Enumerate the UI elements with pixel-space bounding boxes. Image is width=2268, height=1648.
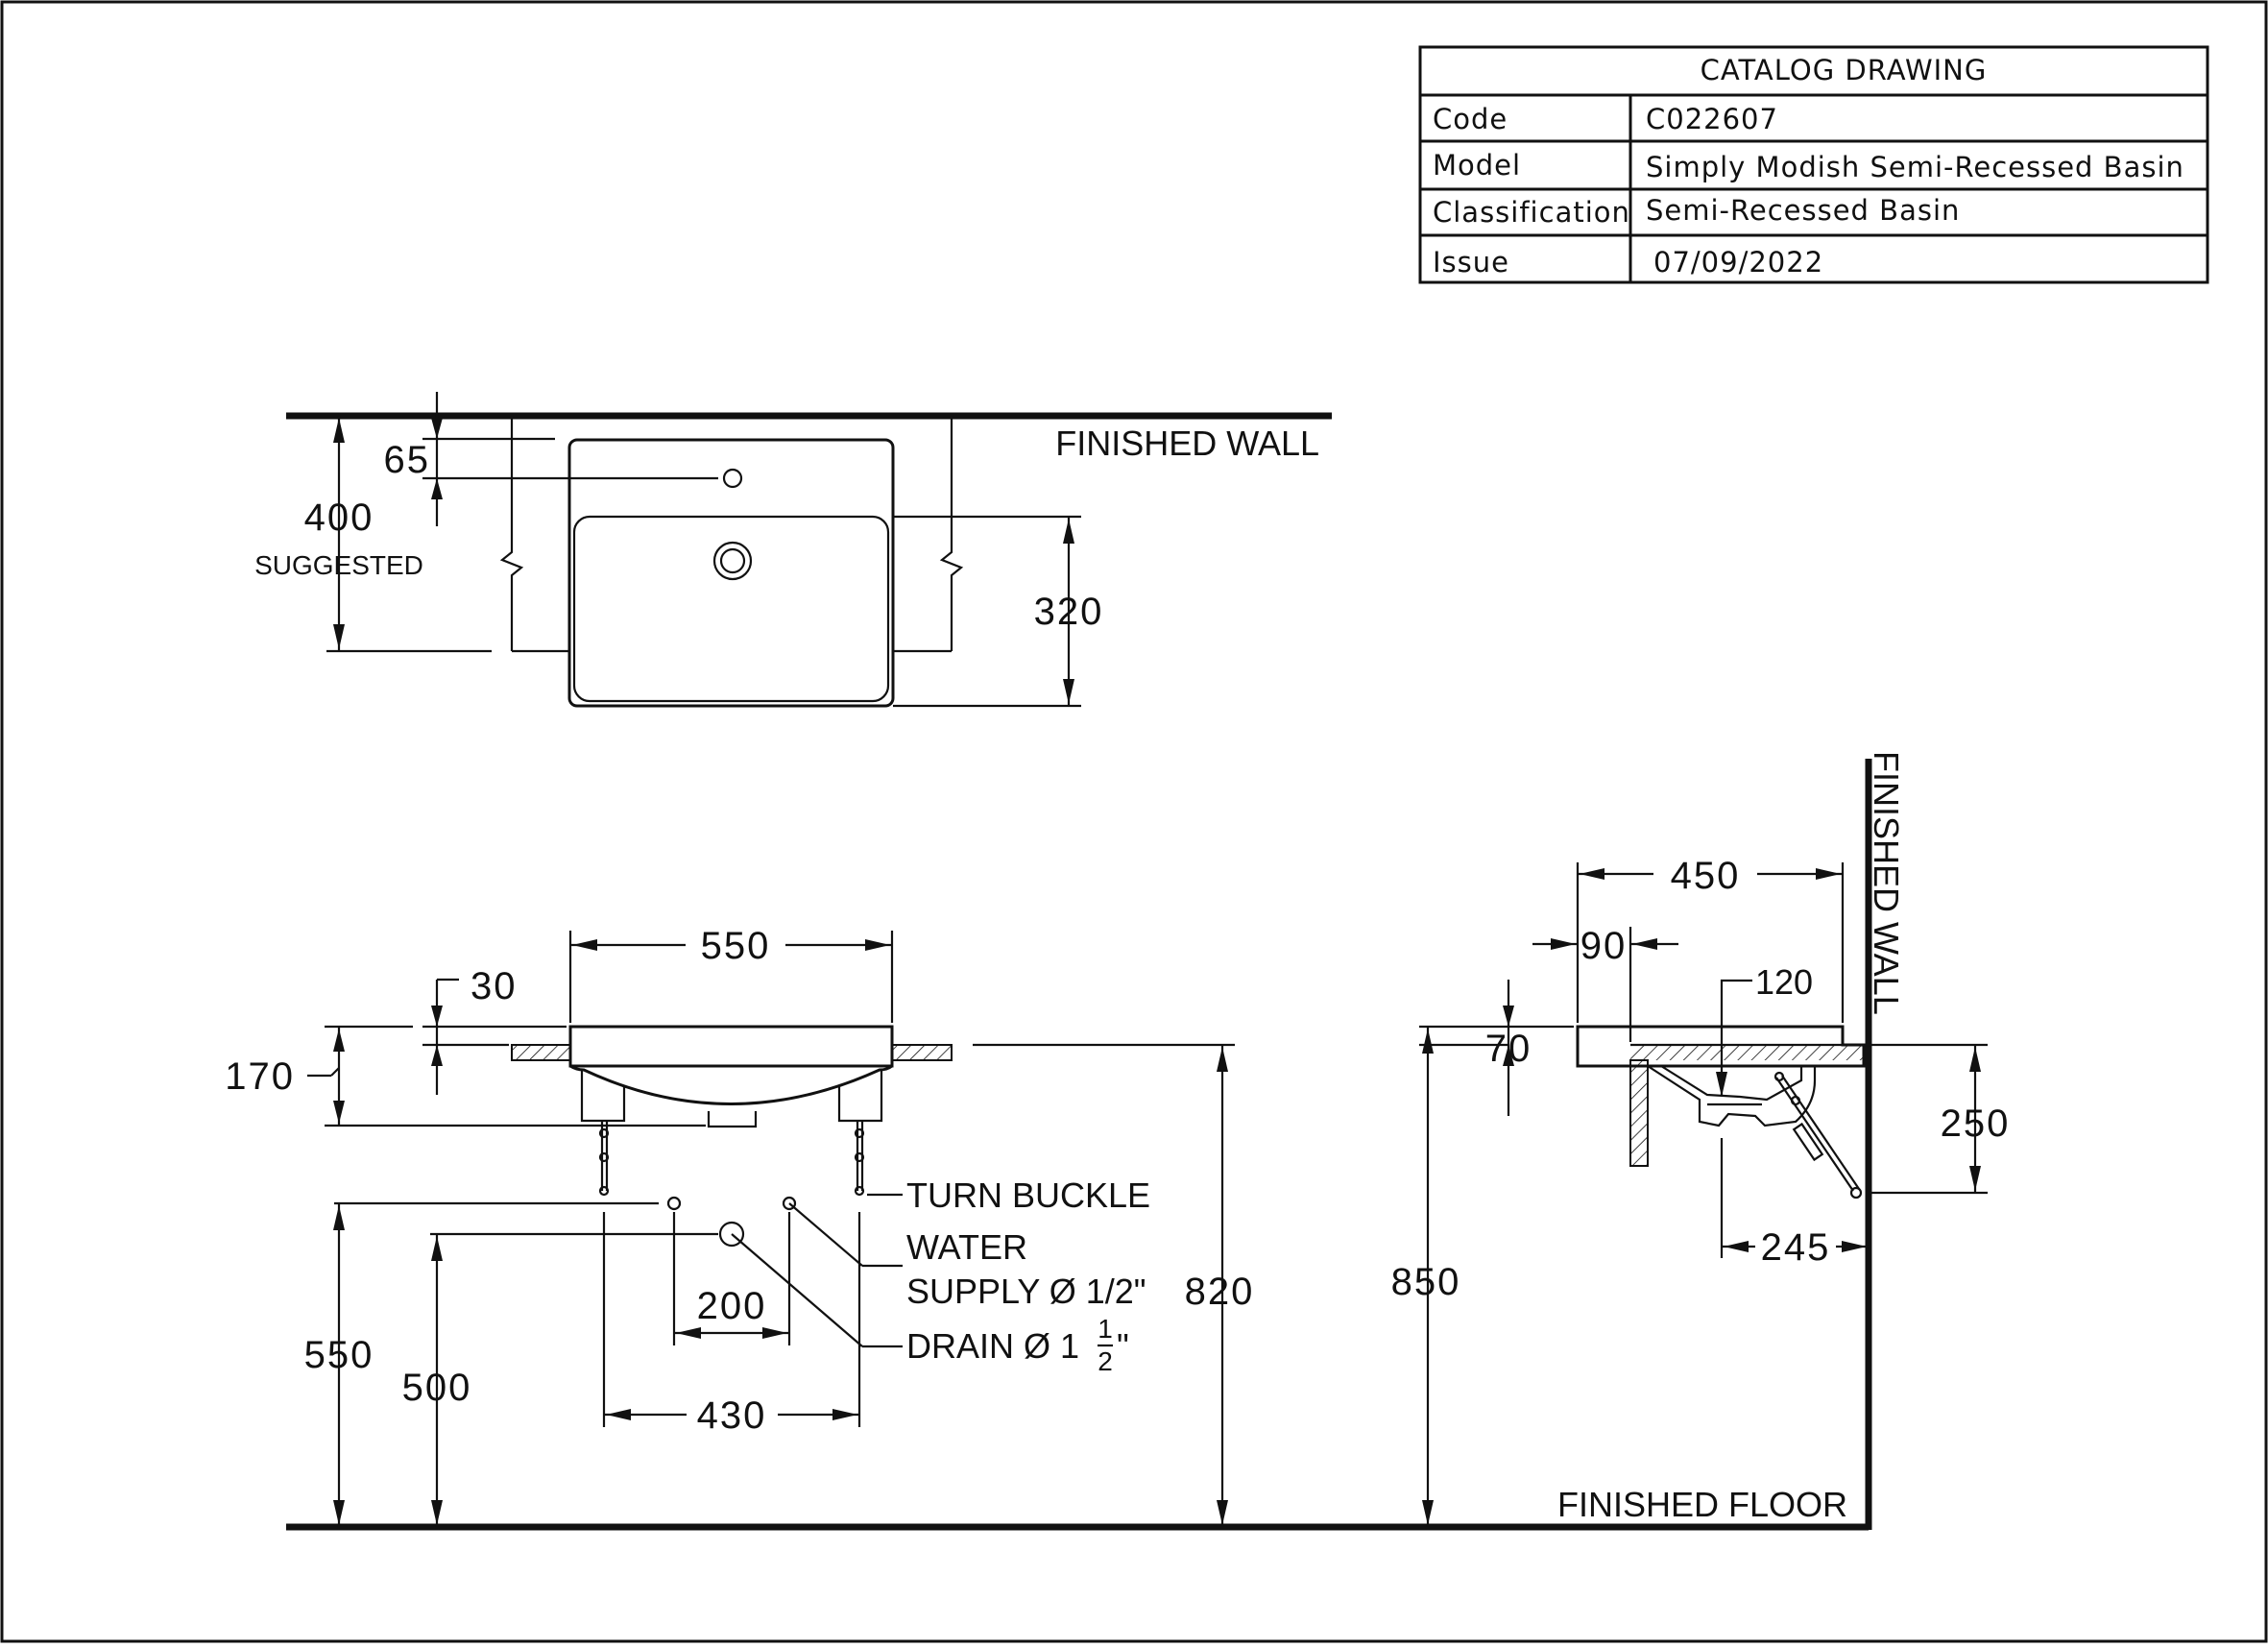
drain-fraction-den: 2 bbox=[1098, 1346, 1113, 1376]
code-value: C022607 bbox=[1646, 103, 1778, 135]
dim-450: 450 bbox=[1671, 855, 1741, 897]
turn-buckle-left bbox=[598, 1121, 610, 1197]
dim-550-height: 550 bbox=[304, 1334, 374, 1376]
model-value: Simply Modish Semi-Recessed Basin bbox=[1646, 151, 2184, 183]
dim-200: 200 bbox=[697, 1285, 767, 1327]
counter-left bbox=[511, 1044, 571, 1061]
drain-label: DRAIN Ø 1 bbox=[906, 1326, 1079, 1366]
counter-right bbox=[891, 1044, 953, 1061]
dim-90: 90 bbox=[1580, 925, 1628, 967]
finished-floor-label: FINISHED FLOOR bbox=[1557, 1485, 1847, 1524]
classification-value: Semi-Recessed Basin bbox=[1646, 194, 1960, 227]
suggested-label: SUGGESTED bbox=[254, 550, 423, 580]
dim-30: 30 bbox=[470, 965, 518, 1007]
basin-front-rim bbox=[568, 1025, 894, 1068]
dim-850: 850 bbox=[1391, 1261, 1461, 1303]
dim-250: 250 bbox=[1941, 1103, 2011, 1145]
basin-top-outline bbox=[567, 438, 895, 708]
title-block: CATALOG DRAWING Code C022607 Model Simpl… bbox=[1418, 45, 2209, 284]
model-label: Model bbox=[1433, 149, 1521, 182]
top-view: FINISHED WALL 65 400 SUGGESTED 320 bbox=[254, 392, 1332, 708]
dim-65: 65 bbox=[384, 439, 431, 481]
front-view: FINISHED FLOOR TURN BUCKLE bbox=[225, 925, 1869, 1531]
turn-buckle-right bbox=[854, 1121, 865, 1197]
title-block-heading: CATALOG DRAWING bbox=[1701, 54, 1988, 86]
dim-120: 120 bbox=[1755, 962, 1813, 1002]
dim-70: 70 bbox=[1485, 1028, 1532, 1070]
water-supply-label: SUPPLY Ø 1/2" bbox=[906, 1272, 1146, 1311]
dim-245: 245 bbox=[1761, 1226, 1831, 1269]
supply-hole-right-icon bbox=[782, 1196, 797, 1211]
drain-outer-icon bbox=[712, 541, 753, 581]
turn-buckle-side bbox=[1773, 1071, 1863, 1200]
drain-inner-icon bbox=[719, 547, 746, 574]
dim-820: 820 bbox=[1185, 1271, 1255, 1313]
side-view: FINISHED WALL 450 bbox=[1391, 751, 2011, 1530]
turn-buckle-label: TURN BUCKLE bbox=[906, 1175, 1150, 1215]
dim-400: 400 bbox=[304, 497, 374, 539]
title-block-frame bbox=[1418, 45, 2209, 284]
drain-fraction-num: 1 bbox=[1098, 1314, 1113, 1344]
dim-430: 430 bbox=[697, 1394, 767, 1437]
dim-170: 170 bbox=[225, 1055, 295, 1098]
finished-wall-label-top: FINISHED WALL bbox=[1055, 424, 1319, 463]
tap-hole-icon bbox=[722, 468, 743, 489]
issue-label: Issue bbox=[1433, 246, 1509, 279]
dim-500: 500 bbox=[402, 1367, 472, 1409]
issue-value: 07/09/2022 bbox=[1653, 246, 1823, 279]
counter-side-support bbox=[1629, 1059, 1649, 1167]
basin-bowl-top bbox=[572, 515, 890, 703]
supply-hole-left-icon bbox=[666, 1196, 682, 1211]
drain-hole-icon bbox=[718, 1221, 745, 1248]
code-label: Code bbox=[1433, 103, 1508, 135]
water-label: WATER bbox=[906, 1227, 1027, 1267]
drain-suffix: " bbox=[1117, 1326, 1129, 1366]
finished-wall-label-side: FINISHED WALL bbox=[1867, 751, 1906, 1015]
dim-550-width: 550 bbox=[701, 925, 771, 967]
dim-320: 320 bbox=[1034, 591, 1104, 633]
classification-label: Classification bbox=[1433, 196, 1630, 229]
